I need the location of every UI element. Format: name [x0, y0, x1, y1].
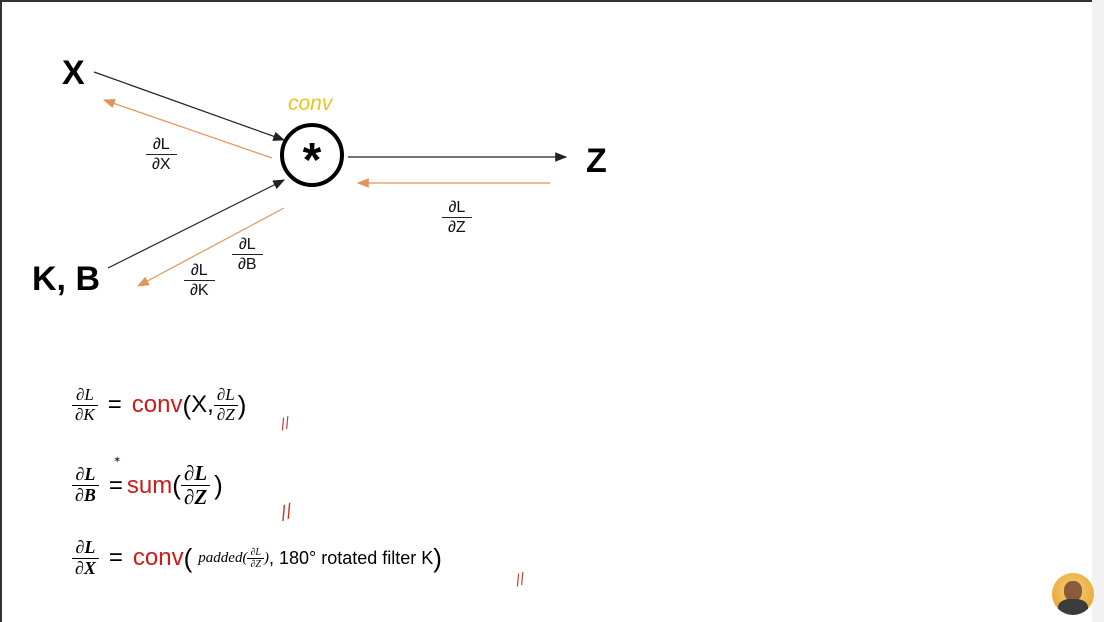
eq3-grad-frac: ∂L ∂Z [247, 547, 264, 570]
eq3-lhs-den: ∂X [72, 557, 99, 579]
presenter-avatar [1052, 573, 1094, 615]
frame-left-border [0, 0, 2, 622]
forward-arrow-x-to-conv [93, 71, 286, 141]
eq2-close-paren: ) [214, 470, 223, 501]
gradient-dl-db-den: ∂B [232, 254, 263, 274]
eq1-func: conv [131, 391, 183, 419]
gradient-dl-db: ∂L ∂B [232, 236, 263, 275]
stray-mark: ✶ [113, 455, 122, 466]
eq3-grad-num: ∂L [250, 546, 261, 558]
forward-arrow-kb-to-conv [107, 179, 286, 269]
eq2-equals: = [108, 471, 123, 499]
eq3-open-paren: ( [183, 542, 193, 573]
eq1-arg: X, [191, 391, 214, 419]
node-z-label: Z [586, 142, 607, 180]
eq1-close-paren: ) [237, 389, 247, 420]
eq2-func: sum [126, 471, 173, 499]
eq3-equals: = [108, 544, 123, 572]
eq2-lhs-num: ∂L [75, 464, 96, 485]
conv-operator-symbol: * [303, 134, 322, 187]
eq3-padded-close: ) [263, 549, 269, 566]
conv-operator-circle [280, 123, 344, 187]
backward-arrow-conv-to-kb [136, 207, 285, 287]
eq1-grad-den: ∂Z [213, 404, 238, 425]
eq3-rest-text: , 180° rotated filter K [268, 547, 434, 568]
eq3-lhs-frac: ∂L ∂X [72, 537, 99, 579]
eq2-grad-den: ∂Z [180, 485, 211, 509]
eq1-lhs-num: ∂L [75, 385, 94, 404]
eq2-open-paren: ( [172, 470, 181, 501]
node-x-label: X [62, 54, 85, 92]
gradient-dl-dk-den: ∂K [184, 280, 215, 300]
eq1-lhs-den: ∂K [72, 404, 98, 425]
conv-label: conv [288, 92, 333, 115]
eq2-lhs-den: ∂B [72, 485, 99, 506]
eq1-grad-frac: ∂L ∂Z [213, 385, 238, 425]
eq3-lhs-num: ∂L [75, 537, 96, 557]
equation-dl-db: ∂L ∂B = sum ( ∂L ∂Z ) [72, 461, 223, 509]
gradient-dl-dx-den: ∂X [146, 154, 177, 174]
eq3-grad-den: ∂Z [247, 557, 264, 570]
gradient-dl-dx: ∂L ∂X [146, 136, 177, 175]
gradient-dl-dx-num: ∂L [152, 136, 170, 153]
gradient-dl-db-num: ∂L [238, 236, 256, 253]
eq1-grad-num: ∂L [216, 385, 235, 404]
gradient-dl-dk: ∂L ∂K [184, 262, 215, 301]
frame-top-border [0, 0, 1104, 2]
eq3-padded-label: padded( [198, 549, 248, 566]
backward-arrow-conv-to-x [102, 98, 273, 159]
equation-dl-dx: ∂L ∂X = conv ( padded( ∂L ∂Z ) , 180° ro… [72, 537, 442, 579]
eq1-lhs-frac: ∂L ∂K [72, 385, 98, 425]
eq3-close-paren: ) [433, 542, 442, 573]
eq2-grad-frac: ∂L ∂Z [180, 461, 211, 509]
node-kb-label: K, B [32, 260, 100, 298]
eq3-func: conv [132, 544, 184, 572]
eq1-open-paren: ( [182, 389, 192, 420]
eq1-equals: = [107, 391, 122, 419]
gradient-dl-dz: ∂L ∂Z [442, 199, 472, 238]
equation-dl-dk: ∂L ∂K = conv ( X, ∂L ∂Z ) [72, 385, 247, 425]
gradient-dl-dz-den: ∂Z [442, 217, 472, 237]
gradient-dl-dk-num: ∂L [190, 262, 208, 279]
eq2-grad-num: ∂L [183, 461, 208, 485]
frame-right-strip [1092, 0, 1104, 622]
eq2-lhs-frac: ∂L ∂B [72, 464, 99, 506]
gradient-dl-dz-num: ∂L [448, 199, 466, 216]
